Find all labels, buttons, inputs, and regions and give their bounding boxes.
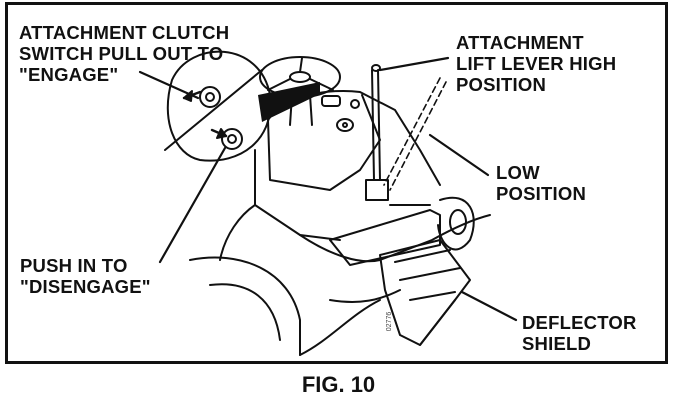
front-wheel <box>437 196 475 251</box>
inset-wedge <box>258 82 320 122</box>
lift-lever-low <box>383 77 447 191</box>
label-deflector-shield: DEFLECTOR SHIELD <box>522 312 637 354</box>
label-push-disengage: PUSH IN TO "DISENGAGE" <box>20 255 151 297</box>
seat-pan <box>254 149 341 241</box>
leader-deflector <box>460 290 518 322</box>
leader-disengage <box>158 146 227 264</box>
figure-caption: FIG. 10 <box>301 372 376 397</box>
leader-lift-high <box>378 56 450 72</box>
part-number: 02776 <box>386 311 394 332</box>
clutch-knob-in <box>221 128 243 150</box>
figure-frame <box>5 2 668 364</box>
dash-gauge <box>321 95 341 107</box>
label-lift-high: ATTACHMENT LIFT LEVER HIGH POSITION <box>456 32 617 95</box>
lift-lever-high <box>371 69 375 181</box>
label-clutch-engage: ATTACHMENT CLUTCH SWITCH PULL OUT TO "EN… <box>19 22 230 85</box>
label-low-position: LOW POSITION <box>496 162 586 204</box>
leader-low <box>428 133 490 177</box>
clutch-inset-circle <box>166 50 272 162</box>
clutch-knob-out <box>199 86 221 108</box>
ignition-knob <box>336 118 354 132</box>
footrest <box>329 209 441 266</box>
dash-panel <box>267 94 381 191</box>
leader-clutch <box>138 70 200 100</box>
rear-wheel <box>189 256 301 356</box>
